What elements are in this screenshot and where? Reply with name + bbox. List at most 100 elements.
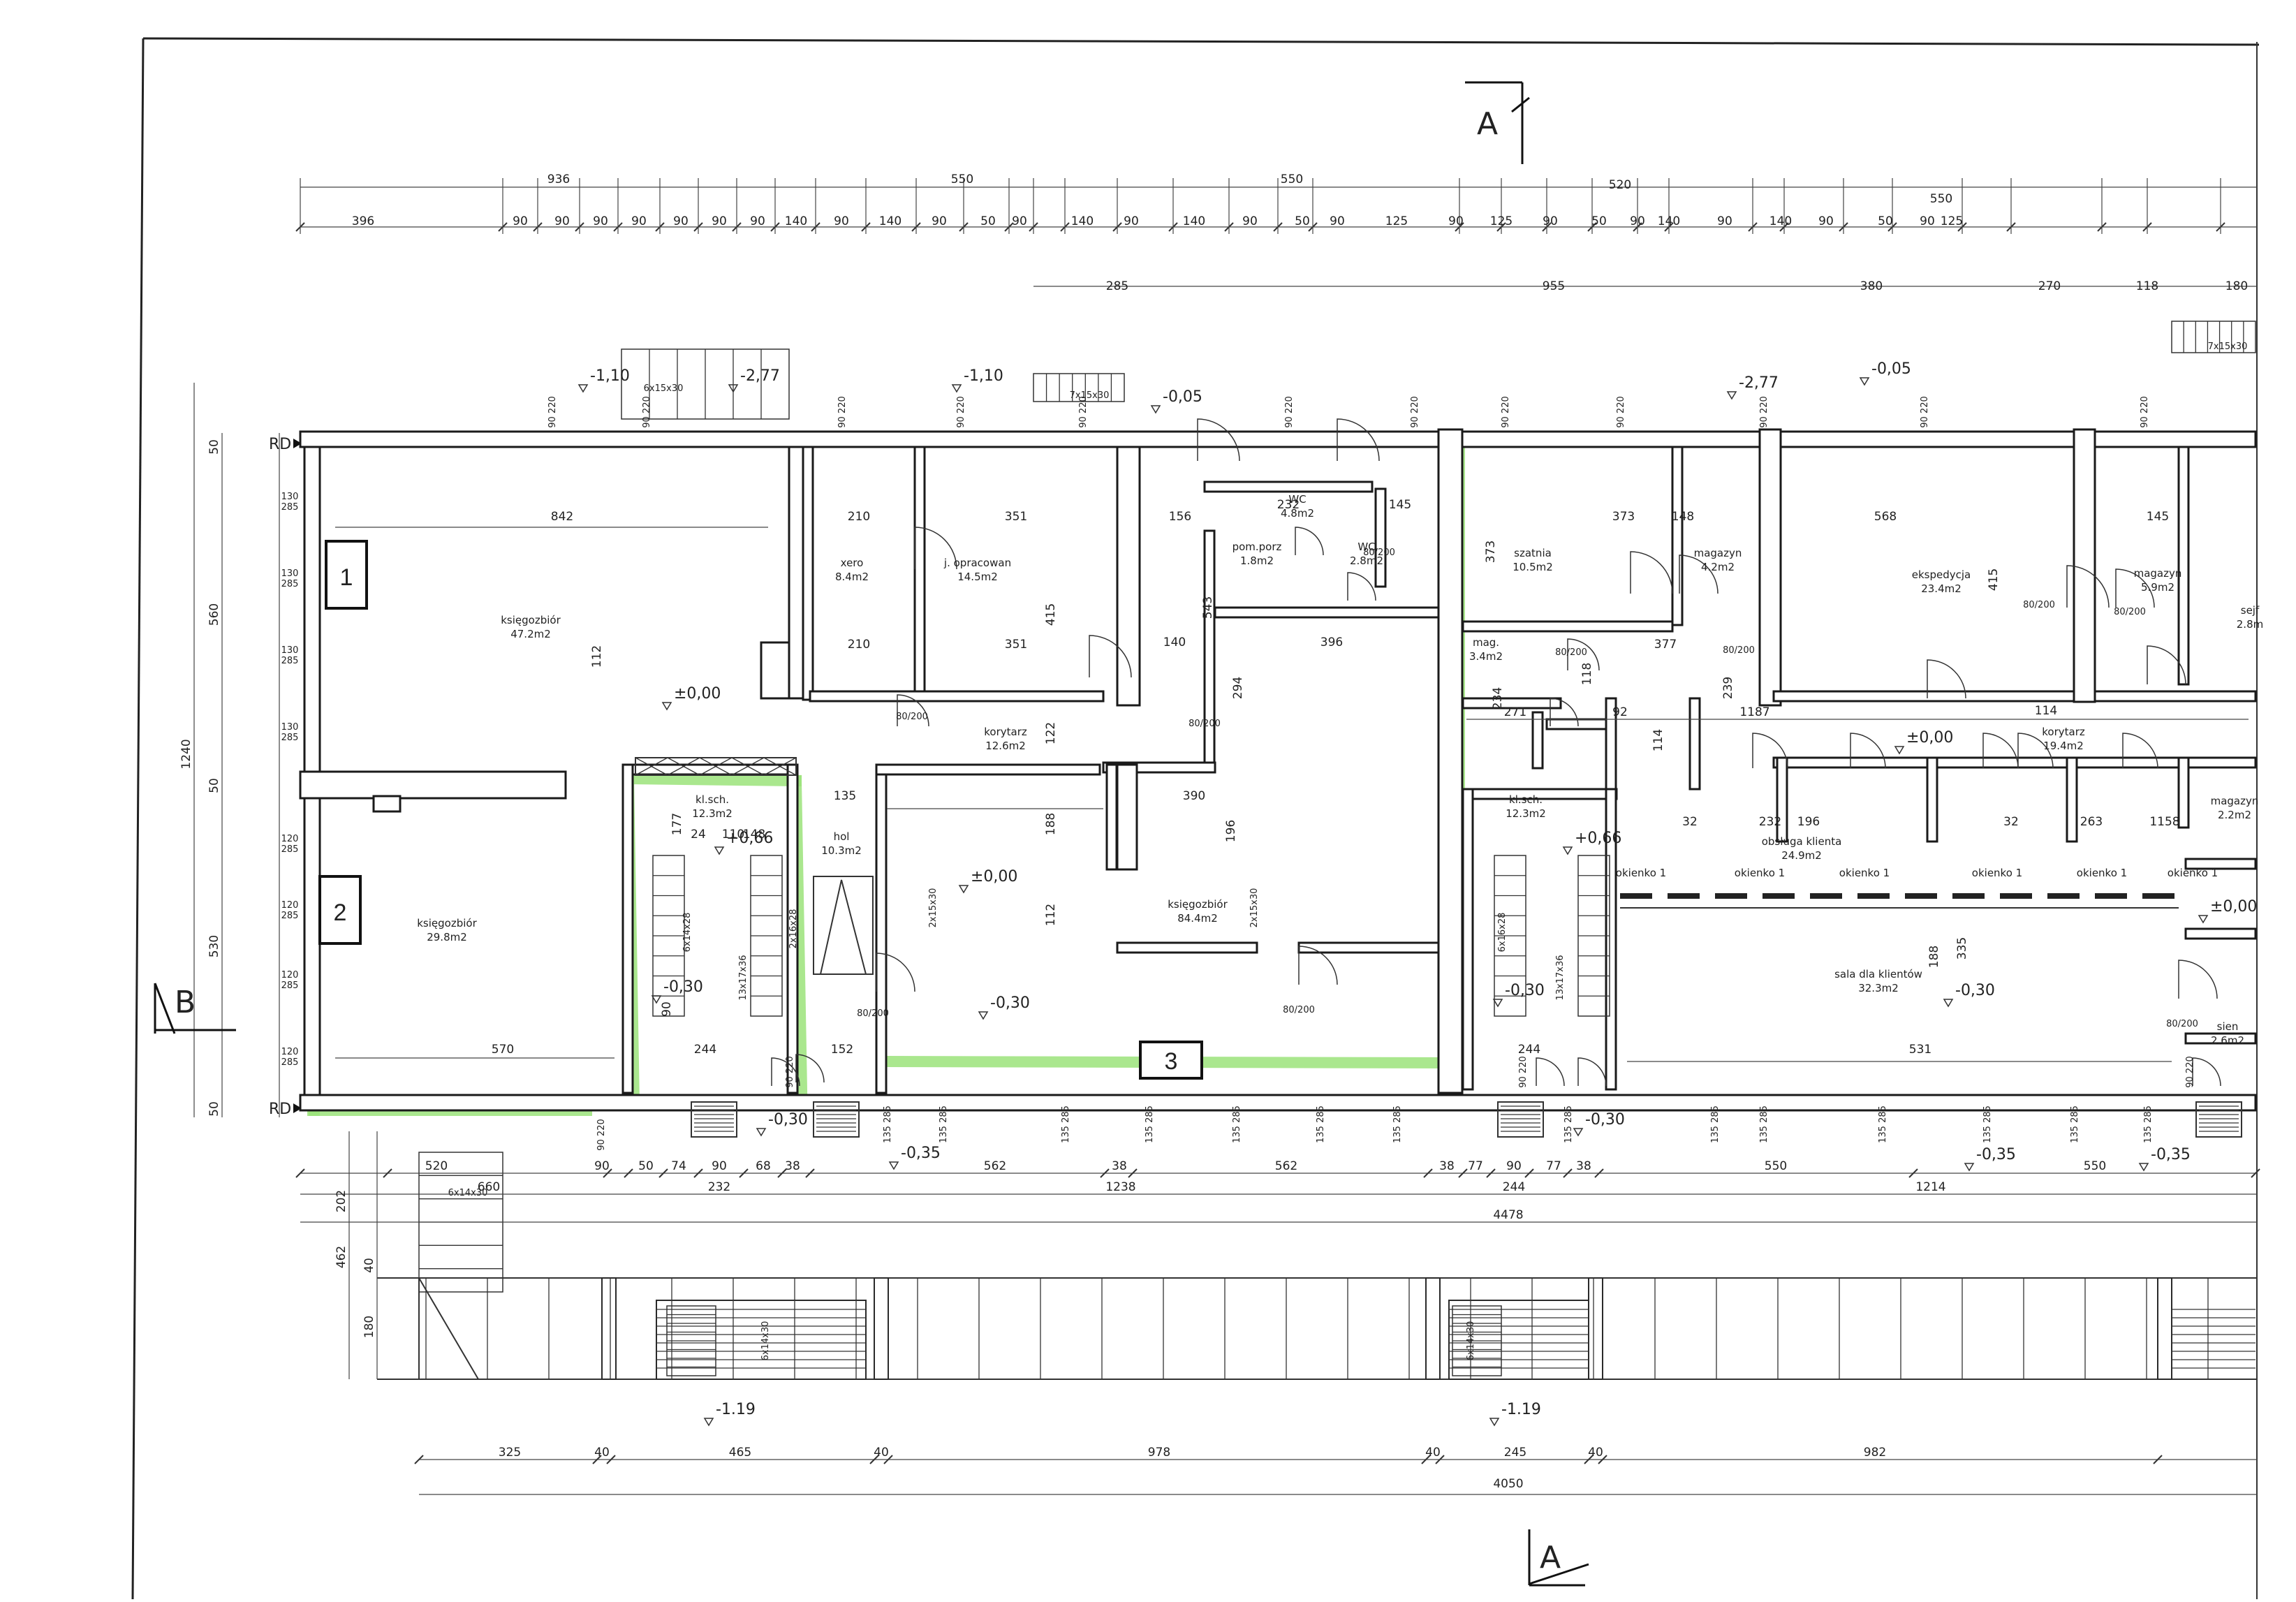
inner-dim-v-17: 90 xyxy=(660,1001,674,1017)
inner-dim-v-16: 177 xyxy=(670,813,684,835)
dim-bottom-r1-8: 38 xyxy=(1112,1159,1127,1173)
inner-dim-h-44: 32 xyxy=(2003,815,2019,829)
door-size-13: 90 220 xyxy=(785,1056,795,1088)
room-area-6: 2.8m2 xyxy=(1350,554,1383,567)
inner-dim-h-22: 244 xyxy=(694,1043,716,1057)
stair-label-1: 7x15x30 xyxy=(1070,390,1110,401)
dim-top-936: 936 xyxy=(547,172,570,186)
door-size-5: 90 220 xyxy=(1284,396,1295,428)
inner-dim-h-7: 145 xyxy=(1389,498,1411,512)
bottom3-tick-4 xyxy=(883,1455,893,1464)
level-triangle-8 xyxy=(714,846,725,855)
door-size-3: 90 220 xyxy=(956,396,966,428)
cross-b-4 xyxy=(763,757,797,776)
door-swing-5 xyxy=(1347,572,1376,601)
room-area-15: 23.4m2 xyxy=(1921,582,1962,595)
room-area-4: 4.8m2 xyxy=(1281,507,1314,520)
inner-dim-h-28: 145 xyxy=(2147,510,2169,524)
window-135-13: 135 285 xyxy=(2143,1105,2154,1143)
room-area-17: 2.8m xyxy=(2237,618,2263,631)
dim-270: 270 xyxy=(2038,279,2061,293)
inner-dim-h-12: 396 xyxy=(1320,635,1343,649)
left-dimension-chain: 1240 560 530 50 50 50 130285130285130285… xyxy=(179,383,298,1117)
bottom3-tick-7 xyxy=(1584,1455,1594,1464)
svg-text:1240: 1240 xyxy=(179,739,193,769)
inner-dim-h-38: 114 xyxy=(2035,704,2057,718)
room-name-2: xero xyxy=(841,557,864,569)
bottom-tick-5 xyxy=(693,1168,703,1178)
dim-bottom-r1-7: 562 xyxy=(984,1159,1006,1173)
dim-top-row2-18: 50 xyxy=(1295,214,1310,228)
door-80-7: 80/200 xyxy=(857,1008,889,1019)
dim-285: 285 xyxy=(1106,279,1128,293)
level-triangle-1 xyxy=(728,384,739,393)
inner-dim-v-13: 114 xyxy=(1651,729,1665,751)
inner-dim-v-15: 188 xyxy=(1927,946,1941,968)
level-1: -2,77 xyxy=(740,367,780,385)
door-swing-4 xyxy=(1295,527,1324,556)
bottom-tick-8 xyxy=(805,1168,815,1178)
inner-dim-h-42: 196 xyxy=(1797,815,1820,829)
level-triangle-15 xyxy=(1943,999,1954,1008)
level-20: -0,30 xyxy=(1585,1111,1625,1129)
level-11: ±0,00 xyxy=(2210,898,2257,916)
svg-text:50: 50 xyxy=(207,439,221,455)
inner-dim-h-23: 152 xyxy=(831,1043,853,1057)
door-size-7: 90 220 xyxy=(1501,396,1511,428)
level-10: ±0,00 xyxy=(971,868,1017,885)
level-triangle-20 xyxy=(1573,1128,1584,1137)
svg-text:40: 40 xyxy=(362,1258,376,1273)
svg-text:A: A xyxy=(1477,106,1498,142)
room-name-18: korytarz xyxy=(2042,726,2085,738)
stair-label-0: 6x15x30 xyxy=(644,383,684,394)
inner-dim-h-6: 232 xyxy=(1277,498,1300,512)
level-5: -0,05 xyxy=(1871,360,1911,378)
svg-text:50: 50 xyxy=(207,1101,221,1117)
door-80-5: 80/200 xyxy=(2023,600,2055,610)
sill-dim-b-8: 285 xyxy=(281,844,299,855)
section-marker-a-bottom: A xyxy=(1528,1529,1589,1587)
window-135-11: 135 285 xyxy=(1982,1105,1993,1143)
room-area-22: 2.6m2 xyxy=(2211,1034,2244,1047)
stair-label-7: 13x17x36 xyxy=(738,955,749,1000)
bottom-tick-12 xyxy=(1458,1168,1468,1178)
sill-dim-4: 130 xyxy=(281,722,299,733)
level-triangle-0 xyxy=(577,384,589,393)
door-swing-8 xyxy=(1679,554,1719,594)
stair-cross-band xyxy=(635,757,797,776)
bottom-tick-14 xyxy=(1524,1168,1534,1178)
marker-3[interactable]: 3 xyxy=(1139,1041,1203,1080)
inner-dim-v-14: 335 xyxy=(1955,937,1969,960)
marker-2[interactable]: 2 xyxy=(318,875,362,945)
inner-dim-h-25: 373 xyxy=(1612,510,1635,524)
door-size-14: 90 220 xyxy=(1518,1056,1529,1088)
door-swing-1 xyxy=(1089,635,1132,678)
level-18: -0,35 xyxy=(2151,1146,2191,1163)
window-label-4: okienko 1 xyxy=(2077,867,2127,879)
inner-dim-h-17: 390 xyxy=(1183,789,1205,803)
room-name-11: kl.sch. xyxy=(1509,793,1543,806)
room-name-1: księgozbiór xyxy=(417,917,477,929)
dim-top-550c: 550 xyxy=(1930,192,1952,206)
door-size-2: 90 220 xyxy=(837,396,848,428)
inner-dim-v-12: 234 xyxy=(1491,687,1505,710)
level-triangle-14 xyxy=(1492,999,1503,1008)
dim-bottom-r3-4: 978 xyxy=(1148,1446,1170,1460)
door-80-2: 80/200 xyxy=(1363,548,1395,558)
dim-top-row2-2: 90 xyxy=(554,214,570,228)
room-name-21: sala dla klientów xyxy=(1834,968,1922,980)
window-label-0: okienko 1 xyxy=(1616,867,1666,879)
inner-dim-v-2: 543 xyxy=(1201,596,1215,619)
bottom-tick-15 xyxy=(1563,1168,1573,1178)
marker-1[interactable]: 1 xyxy=(325,540,368,610)
cross-b-0 xyxy=(635,757,668,776)
room-area-11: 12.3m2 xyxy=(1506,807,1546,820)
level-22: -1.19 xyxy=(1501,1401,1541,1418)
door-size-8: 90 220 xyxy=(1616,396,1626,428)
svg-text:180: 180 xyxy=(362,1316,376,1338)
door-80-1: 80/200 xyxy=(1189,719,1221,729)
inner-dim-v-0: 112 xyxy=(590,645,604,668)
dim-top-row2-23: 90 xyxy=(1543,214,1558,228)
